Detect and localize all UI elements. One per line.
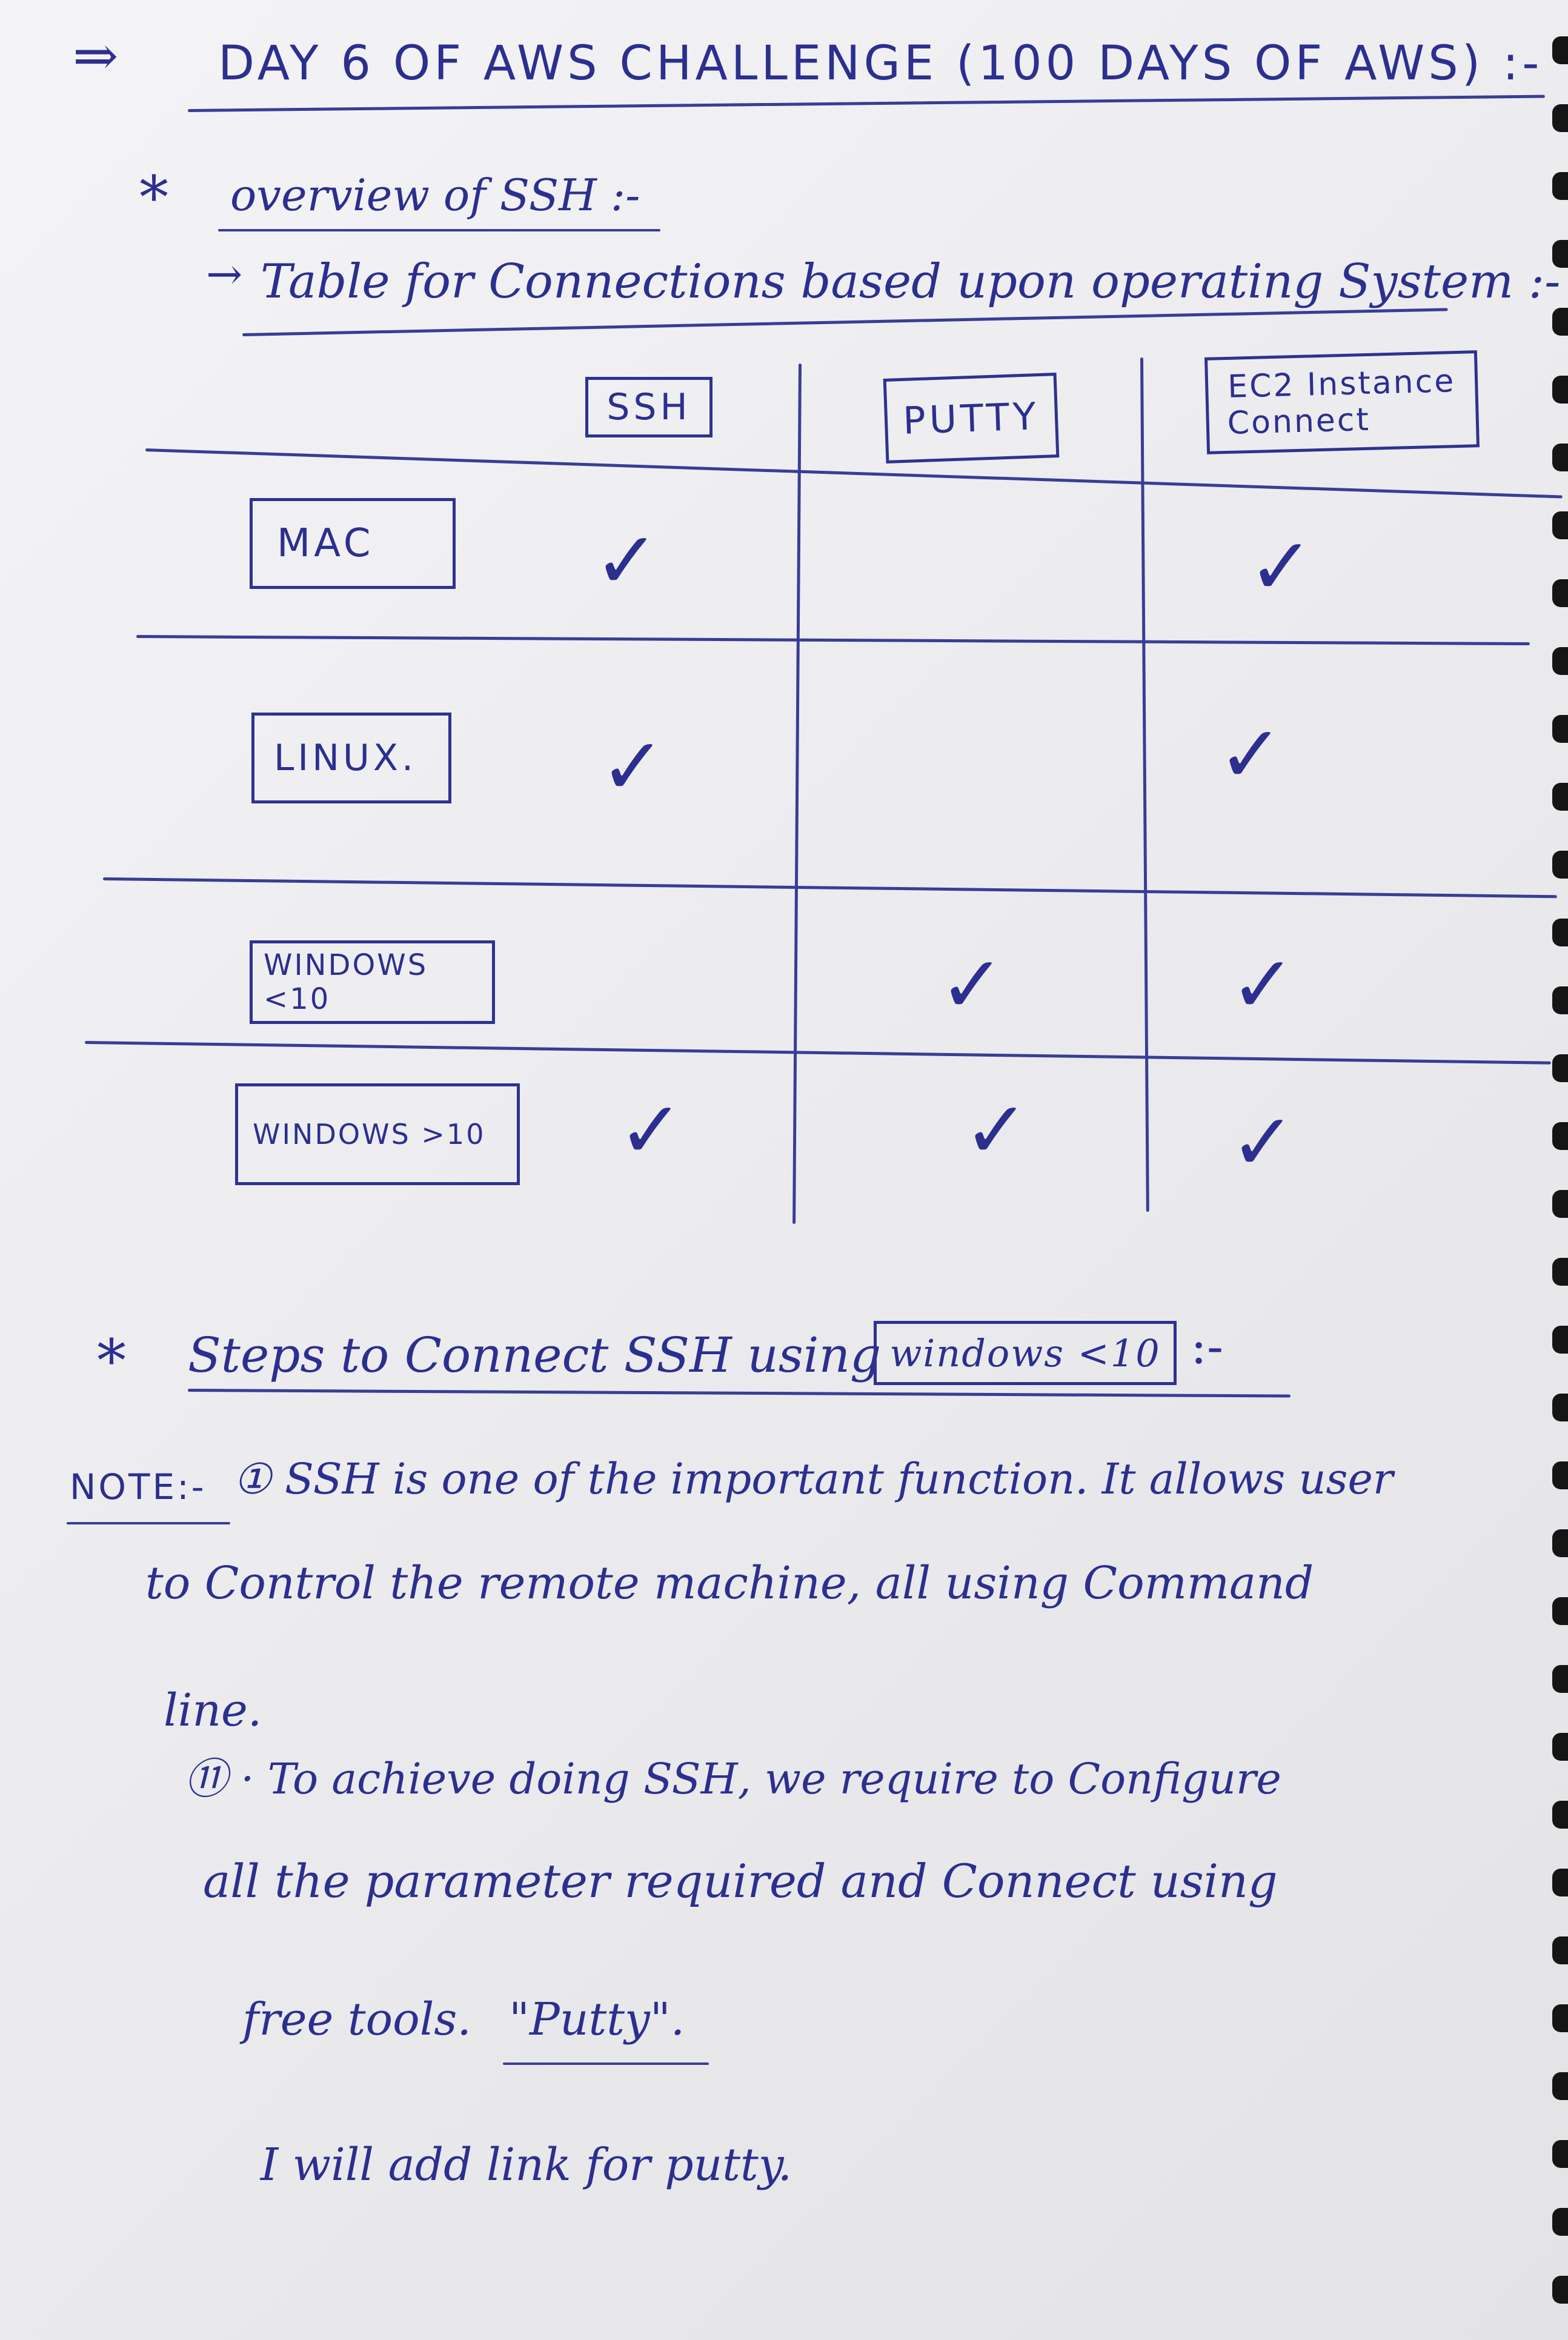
row-label-windows-lt10: WINDOWS <10 (250, 940, 495, 1024)
table-row-divider-1 (136, 635, 1530, 646)
table-col-divider-1 (792, 363, 802, 1224)
spiral-hole (1552, 1461, 1568, 1489)
row-label-windows-gt10-text: WINDOWS >10 (253, 1118, 486, 1151)
note-line-6a: free tools. (242, 1993, 471, 2046)
spiral-hole (1552, 919, 1568, 946)
title-underline (187, 95, 1545, 112)
check-mac-ssh: ✓ (594, 514, 660, 607)
steps-suffix: :- (1191, 1318, 1223, 1375)
spiral-hole (1552, 986, 1568, 1014)
check-windows-gt10-putty: ✓ (963, 1084, 1029, 1176)
spiral-hole (1552, 647, 1568, 675)
table-col-divider-2 (1140, 357, 1149, 1212)
table-row-divider-2 (102, 877, 1557, 899)
overview-bullet: * (139, 164, 168, 231)
spiral-hole (1552, 1394, 1568, 1421)
spiral-hole (1552, 1936, 1568, 1964)
spiral-hole (1552, 783, 1568, 811)
note-label-underline (67, 1522, 230, 1524)
row-label-mac-text: MAC (277, 521, 374, 566)
spiral-hole (1552, 2276, 1568, 2304)
row-label-mac: MAC (250, 498, 456, 589)
spiral-hole (1552, 2072, 1568, 2100)
note-line-7: I will add link for putty. (261, 2139, 792, 2191)
spiral-hole (1552, 36, 1568, 64)
spiral-hole (1552, 444, 1568, 471)
col-header-ec2-label-2: Connect (1227, 401, 1371, 442)
steps-heading: Steps to Connect SSH using (188, 1327, 882, 1383)
spiral-hole (1552, 1733, 1568, 1761)
subheading-arrow: → (206, 248, 243, 299)
note-line-4: ⑪ · To achieve doing SSH, we require to … (185, 1754, 1281, 1804)
spiral-hole (1552, 172, 1568, 200)
table-row-divider-3 (84, 1041, 1551, 1065)
spiral-hole (1552, 511, 1568, 539)
note-label: NOTE:- (70, 1466, 207, 1507)
row-label-linux-text: LINUX. (274, 737, 417, 779)
putty-underline (503, 2062, 709, 2065)
row-label-linux: LINUX. (251, 713, 451, 803)
row-label-windows-gt10: WINDOWS >10 (235, 1083, 520, 1185)
note-line-6b: "Putty". (509, 1993, 685, 2046)
col-header-ssh-label: SSH (606, 386, 691, 428)
spiral-hole (1552, 715, 1568, 743)
col-header-putty-label: PUTTY (902, 393, 1040, 443)
note-line-5: all the parameter required and Connect u… (203, 1854, 1278, 1908)
spiral-hole (1552, 851, 1568, 879)
subheading-underline (242, 308, 1448, 336)
col-header-ec2: EC2 Instance Connect (1204, 350, 1480, 454)
check-windows-lt10-ec2: ✓ (1230, 939, 1296, 1031)
col-header-putty: PUTTY (883, 373, 1060, 464)
check-windows-gt10-ssh: ✓ (618, 1084, 684, 1176)
table-row-divider-header (145, 448, 1563, 499)
spiral-hole (1552, 2208, 1568, 2236)
note-line-1: ① SSH is one of the important function. … (233, 1454, 1394, 1504)
note-line-3: line. (164, 1684, 262, 1737)
spiral-hole (1552, 1597, 1568, 1625)
spiral-hole (1552, 579, 1568, 607)
spiral-hole (1552, 2004, 1568, 2032)
spiral-hole (1552, 1665, 1568, 1693)
spiral-hole (1552, 308, 1568, 336)
spiral-hole (1552, 376, 1568, 404)
steps-boxed-windows: windows <10 (874, 1321, 1177, 1385)
spiral-hole (1552, 1190, 1568, 1218)
table-subheading: Table for Connections based upon operati… (261, 254, 1561, 309)
check-windows-gt10-ec2: ✓ (1230, 1096, 1296, 1188)
header-arrow: ⇒ (73, 24, 119, 88)
overview-underline (218, 229, 660, 231)
steps-underline (187, 1389, 1291, 1398)
row-label-windows-lt10-text: WINDOWS <10 (264, 948, 428, 1016)
steps-boxed-windows-text: windows <10 (889, 1331, 1161, 1375)
spiral-hole (1552, 1122, 1568, 1150)
col-header-ec2-label-1: EC2 Instance (1227, 363, 1456, 405)
check-mac-ec2: ✓ (1248, 520, 1314, 613)
note-line-2: to Control the remote machine, all using… (145, 1557, 1314, 1609)
spiral-hole (1552, 1801, 1568, 1829)
page-title: DAY 6 OF AWS CHALLENGE (100 DAYS OF AWS)… (218, 36, 1543, 91)
spiral-hole (1552, 2140, 1568, 2168)
check-linux-ssh: ✓ (600, 720, 666, 813)
spiral-hole (1552, 104, 1568, 132)
spiral-hole (1552, 1054, 1568, 1082)
check-linux-ec2: ✓ (1218, 708, 1284, 800)
check-windows-lt10-putty: ✓ (939, 939, 1005, 1031)
spiral-hole (1552, 240, 1568, 268)
spiral-hole (1552, 1258, 1568, 1286)
overview-heading: overview of SSH :- (230, 170, 640, 221)
col-header-ssh: SSH (585, 377, 713, 437)
spiral-hole (1552, 1529, 1568, 1557)
steps-bullet: * (97, 1327, 126, 1395)
spiral-hole (1552, 1869, 1568, 1896)
spiral-hole (1552, 1326, 1568, 1354)
